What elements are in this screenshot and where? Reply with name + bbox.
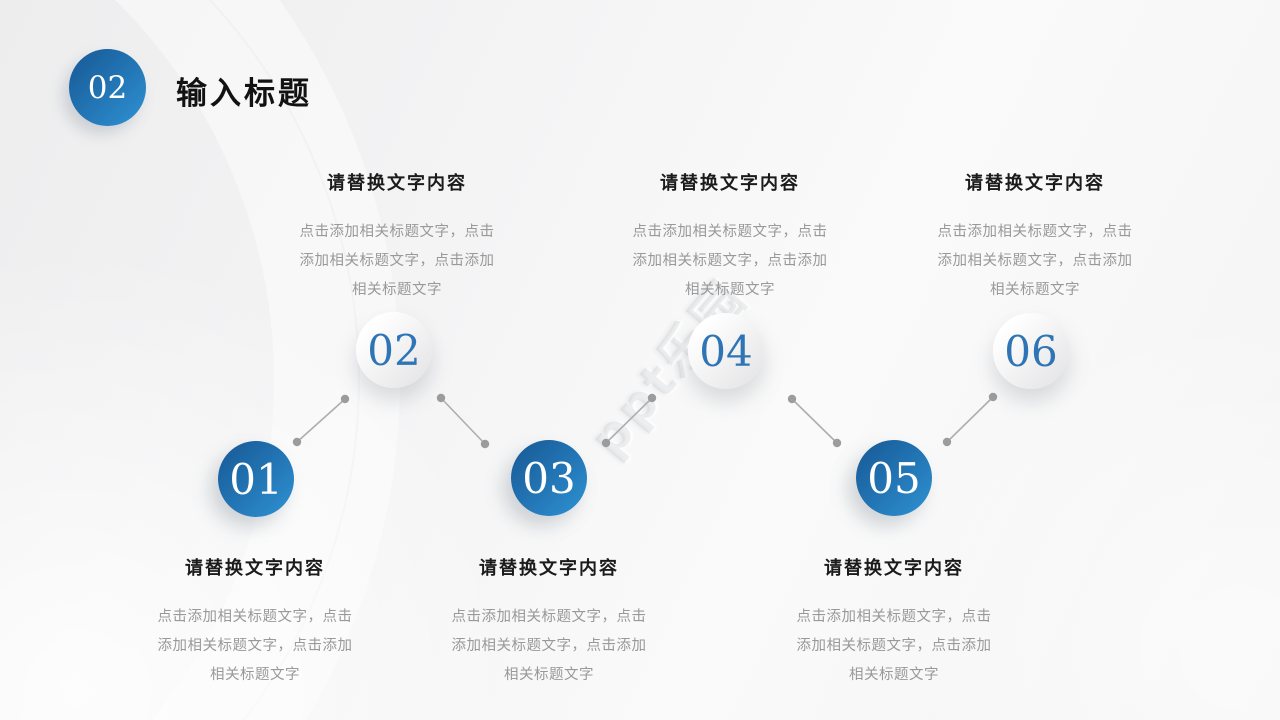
step-body-line: 点击添加相关标题文字，点击	[937, 224, 1133, 240]
step-number-05: 05	[867, 453, 921, 503]
step-body-line: 相关标题文字	[990, 282, 1080, 298]
connector-line	[440, 397, 486, 445]
step-title-05: 请替换文字内容	[824, 558, 964, 578]
connector-dot	[787, 394, 797, 404]
step-body-line: 添加相关标题文字，点击添加	[796, 638, 992, 654]
step-circle-03: 03	[511, 440, 587, 516]
connector-dot	[832, 438, 842, 448]
connector-dot	[436, 393, 446, 403]
step-body-06: 点击添加相关标题文字，点击 添加相关标题文字，点击添加 相关标题文字	[910, 218, 1160, 305]
step-body-line: 添加相关标题文字，点击添加	[937, 253, 1133, 269]
step-title-04: 请替换文字内容	[660, 173, 800, 193]
step-number-01: 01	[229, 454, 283, 504]
step-number-06: 06	[1004, 326, 1058, 376]
step-circle-01: 01	[218, 441, 294, 517]
step-text-block-01: 请替换文字内容 点击添加相关标题文字，点击 添加相关标题文字，点击添加 相关标题…	[130, 557, 380, 690]
step-number-02: 02	[367, 325, 421, 375]
step-body-line: 相关标题文字	[849, 667, 939, 683]
step-body-line: 点击添加相关标题文字，点击	[632, 224, 828, 240]
step-text-block-02: 请替换文字内容 点击添加相关标题文字，点击 添加相关标题文字，点击添加 相关标题…	[272, 172, 522, 305]
page-title: 输入标题	[176, 76, 312, 111]
connector-line	[946, 396, 994, 443]
step-body-03: 点击添加相关标题文字，点击 添加相关标题文字，点击添加 相关标题文字	[424, 603, 674, 690]
step-text-block-04: 请替换文字内容 点击添加相关标题文字，点击 添加相关标题文字，点击添加 相关标题…	[605, 172, 855, 305]
connector-dot	[480, 439, 490, 449]
step-text-block-03: 请替换文字内容 点击添加相关标题文字，点击 添加相关标题文字，点击添加 相关标题…	[424, 557, 674, 690]
step-body-line: 添加相关标题文字，点击添加	[299, 253, 495, 269]
step-text-block-05: 请替换文字内容 点击添加相关标题文字，点击 添加相关标题文字，点击添加 相关标题…	[769, 557, 1019, 690]
connector-dots	[292, 392, 998, 449]
connector-dot	[292, 437, 302, 447]
connector-dot	[942, 437, 952, 447]
connector-dot	[988, 392, 998, 402]
connector-dot	[601, 438, 611, 448]
step-body-line: 相关标题文字	[504, 667, 594, 683]
step-circle-02: 02	[356, 312, 432, 388]
step-number-04: 04	[699, 326, 753, 376]
connector-line	[605, 397, 653, 444]
step-title-01: 请替换文字内容	[185, 558, 325, 578]
step-circle-05: 05	[856, 440, 932, 516]
step-body-line: 添加相关标题文字，点击添加	[632, 253, 828, 269]
step-number-03: 03	[522, 453, 576, 503]
step-text-block-06: 请替换文字内容 点击添加相关标题文字，点击 添加相关标题文字，点击添加 相关标题…	[910, 172, 1160, 305]
step-body-01: 点击添加相关标题文字，点击 添加相关标题文字，点击添加 相关标题文字	[130, 603, 380, 690]
step-body-line: 添加相关标题文字，点击添加	[451, 638, 647, 654]
step-body-02: 点击添加相关标题文字，点击 添加相关标题文字，点击添加 相关标题文字	[272, 218, 522, 305]
connector-dot	[647, 393, 657, 403]
step-body-line: 点击添加相关标题文字，点击	[796, 609, 992, 625]
chapter-number: 02	[87, 69, 128, 106]
step-circle-04: 04	[688, 313, 764, 389]
step-title-02: 请替换文字内容	[327, 173, 467, 193]
step-body-line: 添加相关标题文字，点击添加	[157, 638, 353, 654]
chapter-number-badge: 02	[69, 49, 146, 126]
connector-line	[296, 398, 346, 443]
step-title-03: 请替换文字内容	[479, 558, 619, 578]
connector-lines	[296, 396, 994, 445]
step-body-04: 点击添加相关标题文字，点击 添加相关标题文字，点击添加 相关标题文字	[605, 218, 855, 305]
step-body-line: 相关标题文字	[685, 282, 775, 298]
step-body-line: 相关标题文字	[352, 282, 442, 298]
step-body-line: 相关标题文字	[210, 667, 300, 683]
step-body-line: 点击添加相关标题文字，点击	[157, 609, 353, 625]
step-body-line: 点击添加相关标题文字，点击	[299, 224, 495, 240]
step-circle-06: 06	[993, 313, 1069, 389]
step-body-05: 点击添加相关标题文字，点击 添加相关标题文字，点击添加 相关标题文字	[769, 603, 1019, 690]
step-body-line: 点击添加相关标题文字，点击	[451, 609, 647, 625]
connector-dot	[340, 394, 350, 404]
connector-line	[791, 398, 838, 444]
step-title-06: 请替换文字内容	[965, 173, 1105, 193]
